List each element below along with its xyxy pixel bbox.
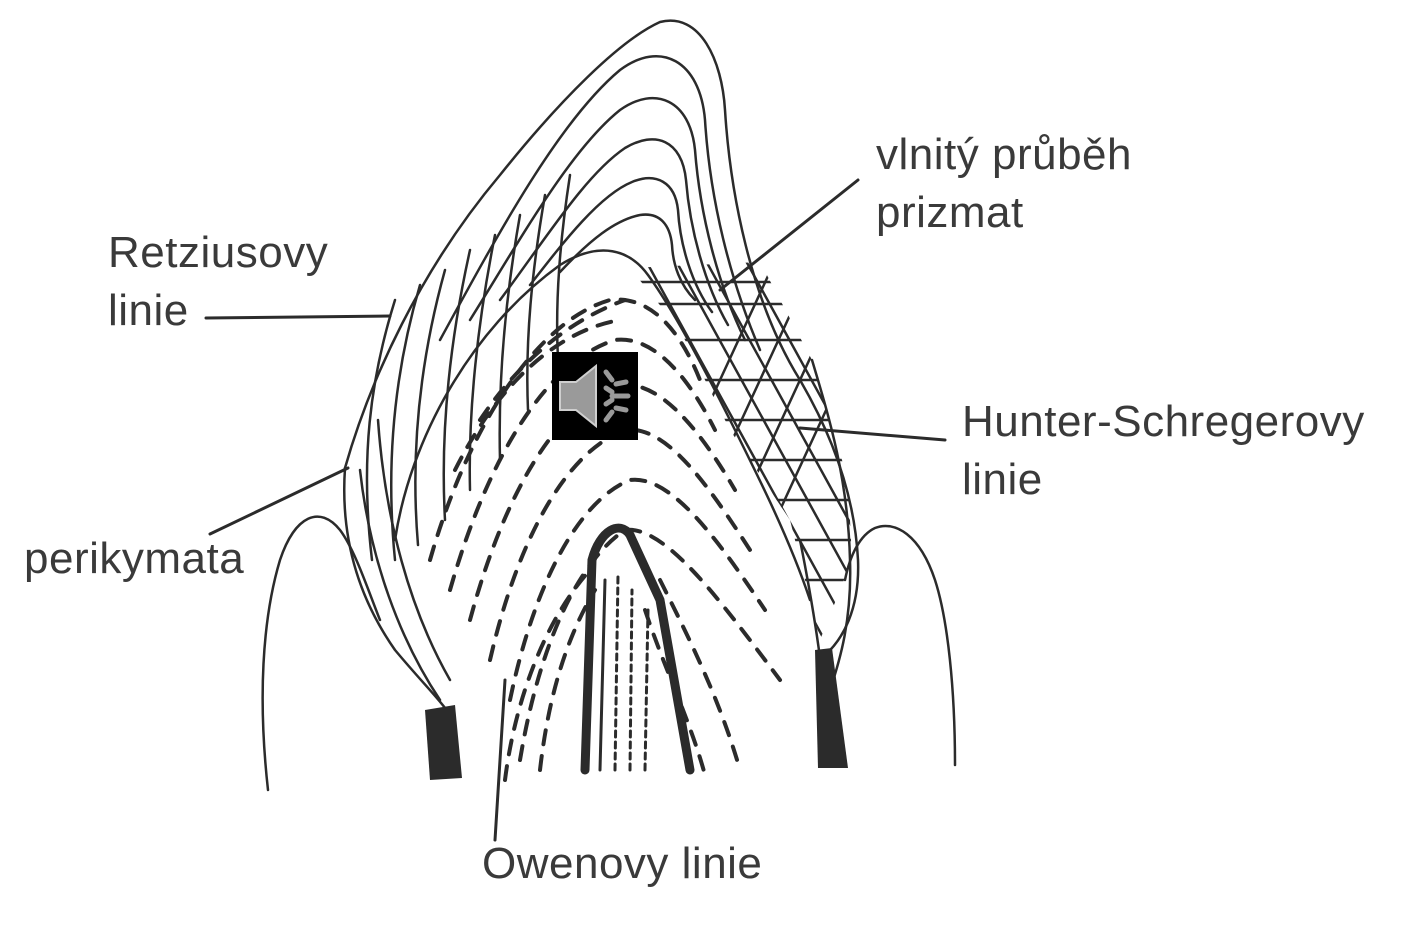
leader-prism-course [720, 180, 858, 290]
leader-owen [495, 680, 505, 840]
label-hunter-schreger-lines: Hunter-Schregerovy linie [962, 393, 1365, 509]
label-retzius-lines: Retziusovy linie [108, 224, 328, 340]
leader-perikymata [210, 468, 348, 534]
left-neighbour-tooth [263, 517, 380, 790]
right-neighbour-tooth [845, 526, 955, 765]
label-perikymata: perikymata [24, 530, 244, 588]
right-cervical-wedge [815, 648, 848, 768]
leader-hunter-schreger [800, 428, 945, 440]
left-root-outline [344, 468, 448, 712]
left-cervical-wedge [425, 705, 462, 780]
label-prism-course: vlnitý průběh prizmat [876, 126, 1132, 242]
label-owen-lines: Owenovy linie [482, 835, 762, 893]
speaker-icon [552, 352, 638, 440]
crown-outline [345, 21, 858, 655]
audio-play-button[interactable] [552, 352, 638, 440]
